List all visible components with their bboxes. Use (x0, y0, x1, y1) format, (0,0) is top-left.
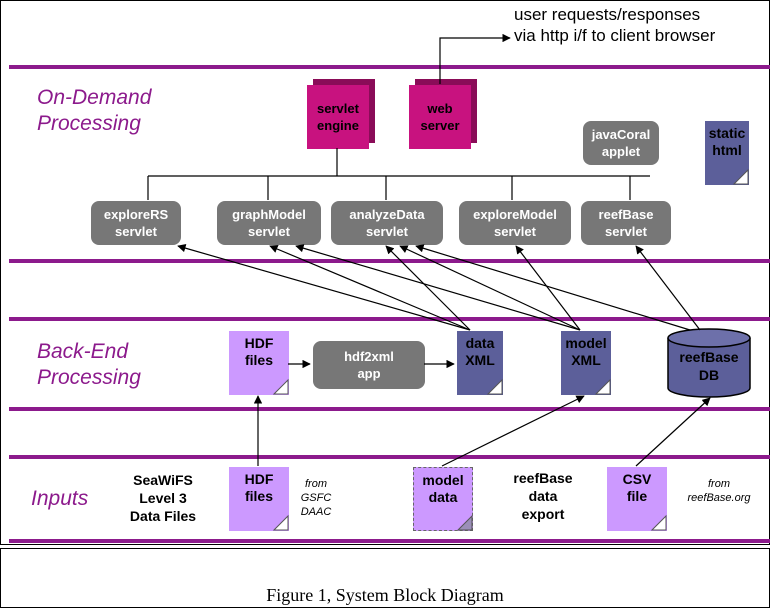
static-html-doc: static html (705, 121, 749, 185)
on-demand-label: On-Demand Processing (37, 86, 152, 135)
model-data-doc: model data (413, 467, 473, 531)
reefbase-db-label-line1: reefBase (679, 349, 738, 365)
user-requests-note: user requests/responses via http i/f to … (514, 5, 716, 45)
figure-caption: Figure 1, System Block Diagram (266, 585, 504, 605)
back-end-band (9, 317, 770, 411)
csv-file-doc: CSV file (607, 467, 667, 531)
data-xml-doc: data XML (457, 331, 503, 395)
seawifs-label: SeaWiFS Level 3 Data Files (129, 472, 197, 524)
exploremodel-servlet-box: exploreModel servlet (459, 201, 571, 245)
reefbase-servlet-box: reefBase servlet (581, 201, 671, 245)
from-gsfc-note: from GSFC DAAC (300, 478, 332, 518)
inputs-label: Inputs (31, 487, 89, 510)
from-reefbase-note: from reefBase.org (687, 478, 751, 504)
reefbase-db-label-line2: DB (699, 367, 719, 383)
connectors (147, 33, 711, 467)
connector-layer: reefBase DB (147, 33, 751, 531)
model-xml-doc: model XML (561, 331, 611, 395)
web-server-box: web server (409, 85, 471, 149)
hdf-files-input-doc: HDF files (229, 467, 289, 531)
on-demand-band (9, 65, 770, 263)
explorers-servlet-box: exploreRS servlet (91, 201, 181, 245)
hdf2xml-app-box: hdf2xml app (313, 341, 425, 389)
analyzedata-servlet-box: analyzeData servlet (331, 201, 443, 245)
graphmodel-servlet-box: graphModel servlet (217, 201, 321, 245)
servlet-engine-box: servlet engine (307, 85, 369, 149)
system-block-diagram: On-Demand Processing Back-End Processing… (0, 0, 770, 545)
hdf-files-backend-doc: HDF files (229, 331, 289, 395)
inputs-band (9, 455, 770, 543)
doc-folds (272, 168, 749, 531)
reefbase-export-label: reefBase data export (513, 470, 573, 522)
reefbase-db-cylinder: reefBase DB (667, 328, 751, 398)
back-end-label: Back-End Processing (37, 340, 141, 389)
javacoral-applet-box: javaCoral applet (583, 121, 659, 165)
